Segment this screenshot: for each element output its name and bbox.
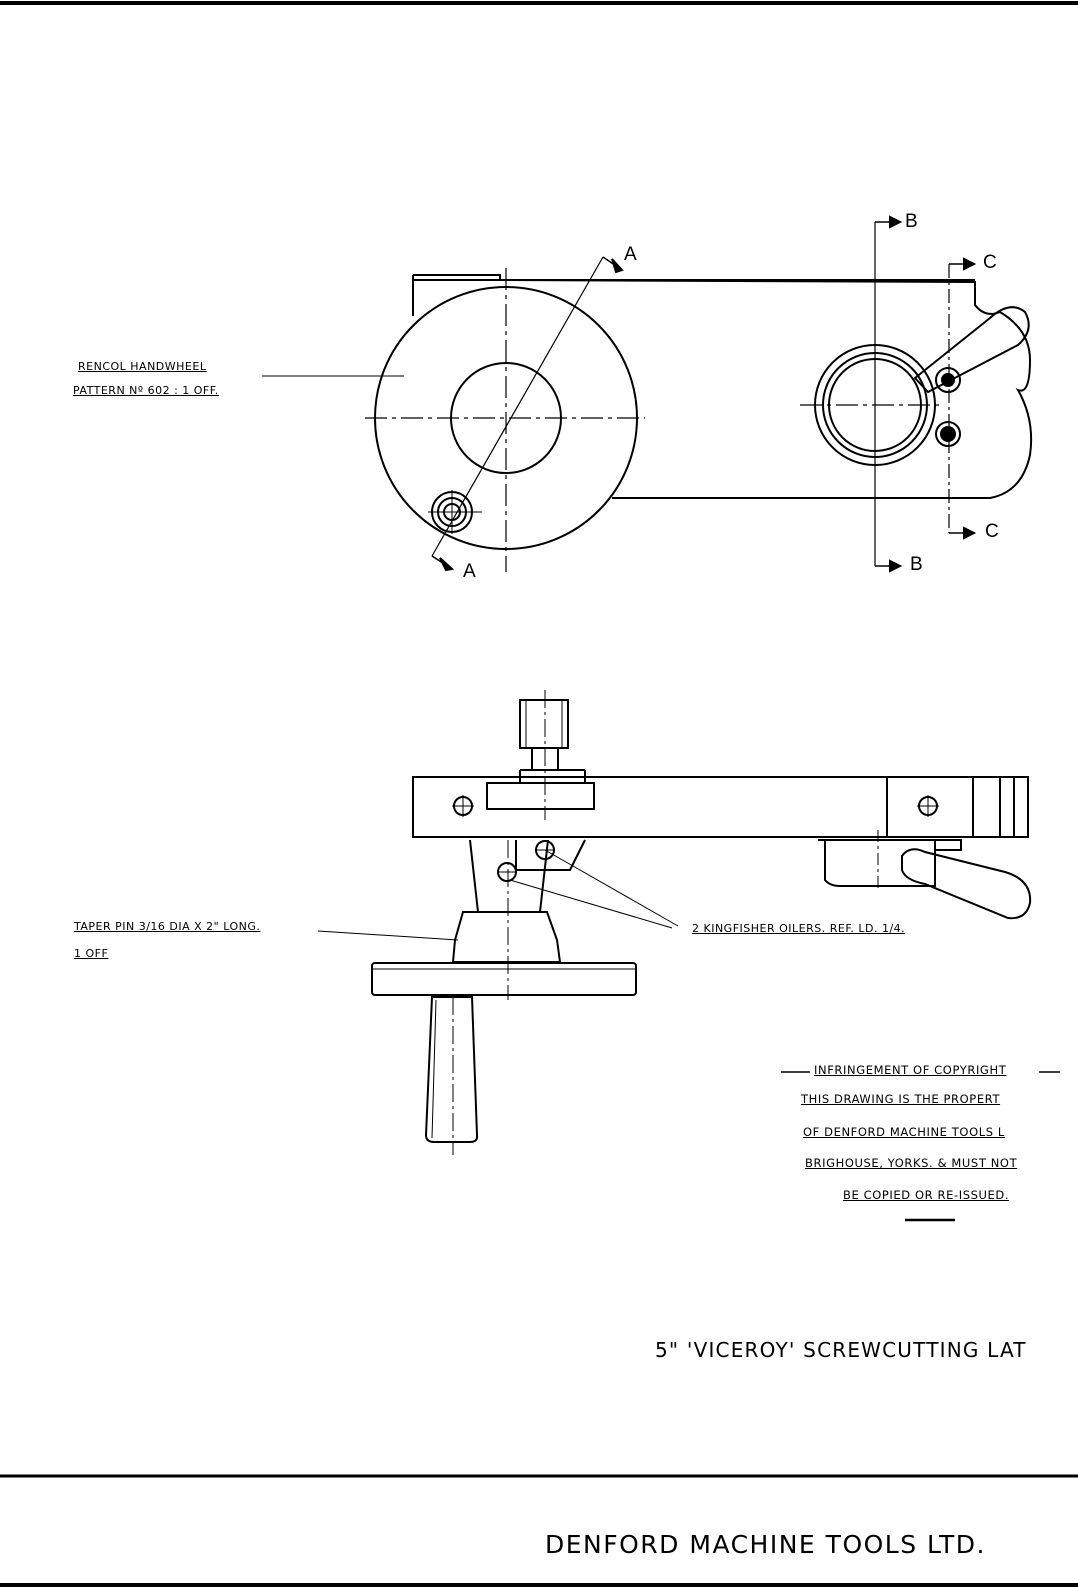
section-a-top: A <box>624 244 637 265</box>
copyright-line4: BE COPIED OR RE-ISSUED. <box>843 1188 1010 1202</box>
section-c-bottom: C <box>985 521 999 542</box>
taper-pin-label-line2: 1 OFF <box>74 947 109 960</box>
copyright-heading: INFRINGEMENT OF COPYRIGHT <box>814 1063 1007 1077</box>
copyright-line3: BRIGHOUSE, YORKS. & MUST NOT <box>805 1156 1018 1170</box>
taper-pin-label-line1: TAPER PIN 3/16 DIA X 2" LONG. <box>74 920 261 933</box>
section-a-bottom: A <box>463 561 476 582</box>
drawing-title: 5" 'VICEROY' SCREWCUTTING LAT <box>655 1338 1027 1362</box>
copyright-line1: THIS DRAWING IS THE PROPERT <box>801 1092 1001 1106</box>
section-c-top: C <box>983 252 997 273</box>
handwheel-label-line1: RENCOL HANDWHEEL <box>78 360 207 373</box>
company-name: DENFORD MACHINE TOOLS LTD. <box>545 1530 987 1559</box>
section-b-bottom: B <box>910 554 923 575</box>
oilers-label: 2 KINGFISHER OILERS. REF. LD. 1/4. <box>692 922 906 935</box>
section-b-top: B <box>905 211 918 232</box>
copyright-line2: OF DENFORD MACHINE TOOLS L <box>803 1125 1005 1139</box>
plan-view <box>365 215 1033 573</box>
copyright-rules <box>781 1071 1060 1222</box>
handwheel-label-line2: PATTERN Nº 602 : 1 OFF. <box>73 384 219 397</box>
elevation-view <box>317 690 1032 1155</box>
